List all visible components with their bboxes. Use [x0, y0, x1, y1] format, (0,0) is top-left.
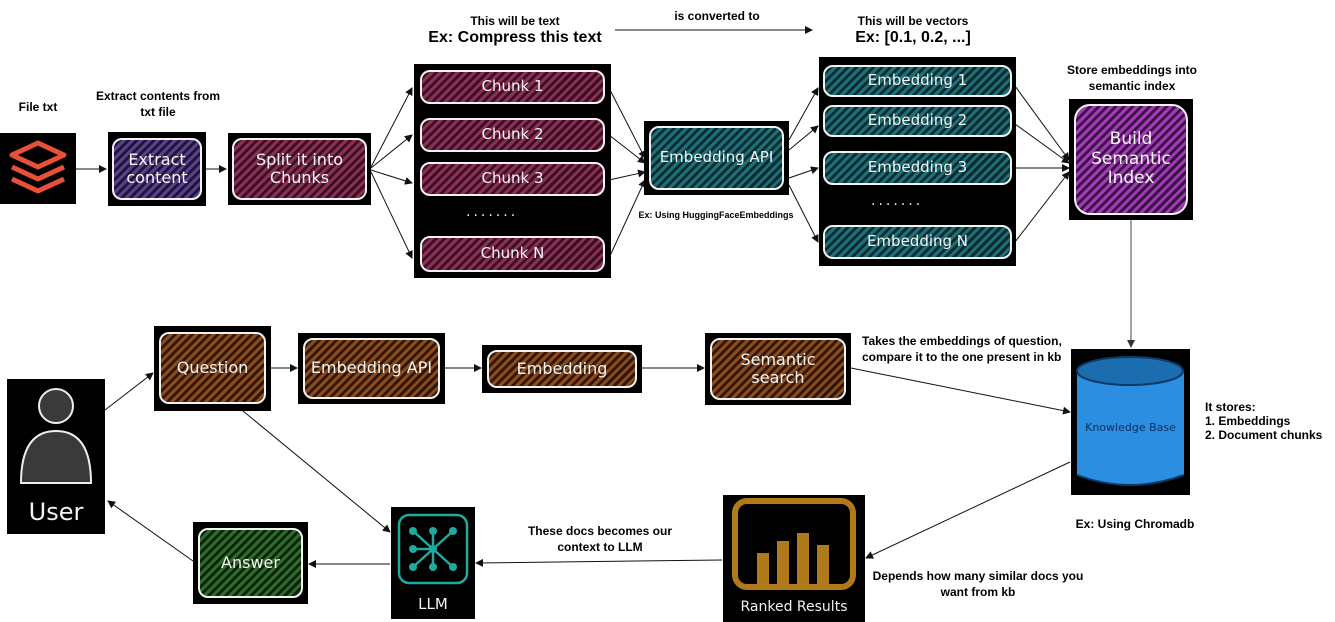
docs-caption: These docs becomes our context to LLM	[527, 524, 673, 554]
vectors-example: Ex: [0.1, 0.2, ...]	[855, 29, 971, 46]
kb-label: Knowledge Base	[1085, 421, 1176, 434]
arrow-emb1-to-index	[1014, 85, 1070, 161]
neural-network-icon	[397, 513, 469, 585]
user-label: User	[28, 498, 84, 526]
chunk-2[interactable]: Chunk 2	[420, 118, 605, 152]
embedding-api-node[interactable]: Embedding API	[649, 126, 784, 190]
arrow-chunkn-to-api	[608, 179, 646, 259]
arrow-api-to-emb2	[788, 125, 819, 151]
question-frame: Question	[154, 326, 271, 411]
embedding-api-frame: Embedding API	[644, 121, 789, 195]
answer-frame: Answer	[193, 522, 308, 604]
arrow-api-to-emb3	[788, 166, 819, 179]
split-chunks-node[interactable]: Split it into Chunks	[232, 138, 367, 200]
embedding-1[interactable]: Embedding 1	[823, 65, 1012, 97]
embedding-2[interactable]: Embedding 2	[823, 105, 1012, 137]
query-embedding-node[interactable]: Embedding	[487, 350, 637, 388]
arrow-embn-to-index	[1014, 171, 1070, 243]
chunk-1[interactable]: Chunk 1	[420, 70, 605, 104]
knowledge-base-node[interactable]: Knowledge Base	[1071, 349, 1190, 495]
build-semantic-index-node[interactable]: Build Semantic Index	[1074, 104, 1188, 215]
arrow-chunk2-to-api	[608, 134, 646, 164]
kb-stores-item-2: 2. Document chunks	[1205, 428, 1323, 442]
embedding-ellipsis: .......	[871, 193, 924, 209]
database-icon	[1076, 356, 1185, 486]
converted-caption: is converted to	[674, 9, 760, 23]
bottom-embedding-api-frame: Embedding API	[298, 333, 445, 404]
arrow-split-to-chunk1	[370, 87, 413, 168]
arrow-chunk1-to-api	[608, 87, 646, 159]
build-index-frame: Build Semantic Index	[1069, 99, 1193, 220]
arrow-split-to-chunkn	[370, 171, 413, 259]
user-node[interactable]: User	[7, 379, 105, 534]
embedding-n[interactable]: Embedding N	[823, 225, 1012, 259]
store-caption: Store embeddings into semantic index	[1066, 63, 1197, 93]
kb-stores-title: It stores:	[1205, 400, 1256, 414]
arrow-split-to-chunk2	[370, 134, 413, 169]
extract-caption: Extract contents from txt file	[95, 89, 221, 119]
llm-node[interactable]: LLM	[391, 507, 475, 619]
ranked-chart-icon	[732, 498, 856, 590]
chunk-3[interactable]: Chunk 3	[420, 162, 605, 196]
embedding-frame: Embedding	[482, 345, 642, 393]
text-caption: This will be text	[470, 14, 560, 28]
arrow-api-to-embn	[788, 184, 819, 243]
arrow-split-to-chunk3	[370, 169, 413, 185]
bottom-embedding-api-node[interactable]: Embedding API	[303, 338, 440, 399]
ranked-results-node[interactable]: Ranked Results	[723, 495, 865, 622]
arrow-kb-to-ranked	[865, 461, 1071, 559]
arrow-user-to-question	[104, 372, 154, 411]
arrow-chunk3-to-api	[608, 169, 646, 181]
arrow-api-to-emb1	[788, 87, 819, 141]
text-example: Ex: Compress this text	[428, 29, 602, 46]
file-label: File txt	[18, 100, 58, 114]
layers-icon	[9, 140, 67, 194]
arrow-emb2-to-index	[1014, 123, 1070, 164]
file-txt-node[interactable]	[0, 133, 76, 204]
arrow-answer-to-user	[107, 500, 194, 562]
semantic-search-frame: Semantic search	[705, 333, 851, 405]
chunk-ellipsis: .......	[466, 204, 519, 220]
arrow-question-to-llm	[242, 410, 391, 533]
chromadb-caption: Ex: Using Chromadb	[1075, 517, 1195, 531]
embedding-3[interactable]: Embedding 3	[823, 151, 1012, 185]
arrow-ranked-to-llm	[475, 558, 723, 567]
question-node[interactable]: Question	[159, 332, 266, 404]
embeddings-panel: Embedding 1 Embedding 2 Embedding 3 ....…	[819, 57, 1016, 266]
extract-node-frame: Extract content	[108, 132, 206, 206]
kb-stores-item-1: 1. Embeddings	[1205, 414, 1291, 428]
user-icon	[19, 388, 93, 484]
chunks-panel: Chunk 1 Chunk 2 Chunk 3 ....... Chunk N	[414, 64, 611, 278]
answer-node[interactable]: Answer	[198, 528, 303, 598]
depends-caption: Depends how many similar docs you want f…	[872, 569, 1084, 599]
embedding-api-caption: Ex: Using HuggingFaceEmbeddings	[638, 210, 794, 220]
llm-label: LLM	[418, 595, 448, 613]
extract-content-node[interactable]: Extract content	[112, 138, 202, 200]
arrow-search-to-kb	[850, 367, 1071, 415]
ranked-label: Ranked Results	[740, 599, 848, 615]
vectors-caption: This will be vectors	[857, 14, 969, 28]
chunk-n[interactable]: Chunk N	[420, 236, 605, 272]
takes-caption: Takes the embeddings of question, compar…	[862, 334, 1062, 364]
semantic-search-node[interactable]: Semantic search	[710, 338, 846, 400]
split-node-frame: Split it into Chunks	[228, 133, 371, 205]
